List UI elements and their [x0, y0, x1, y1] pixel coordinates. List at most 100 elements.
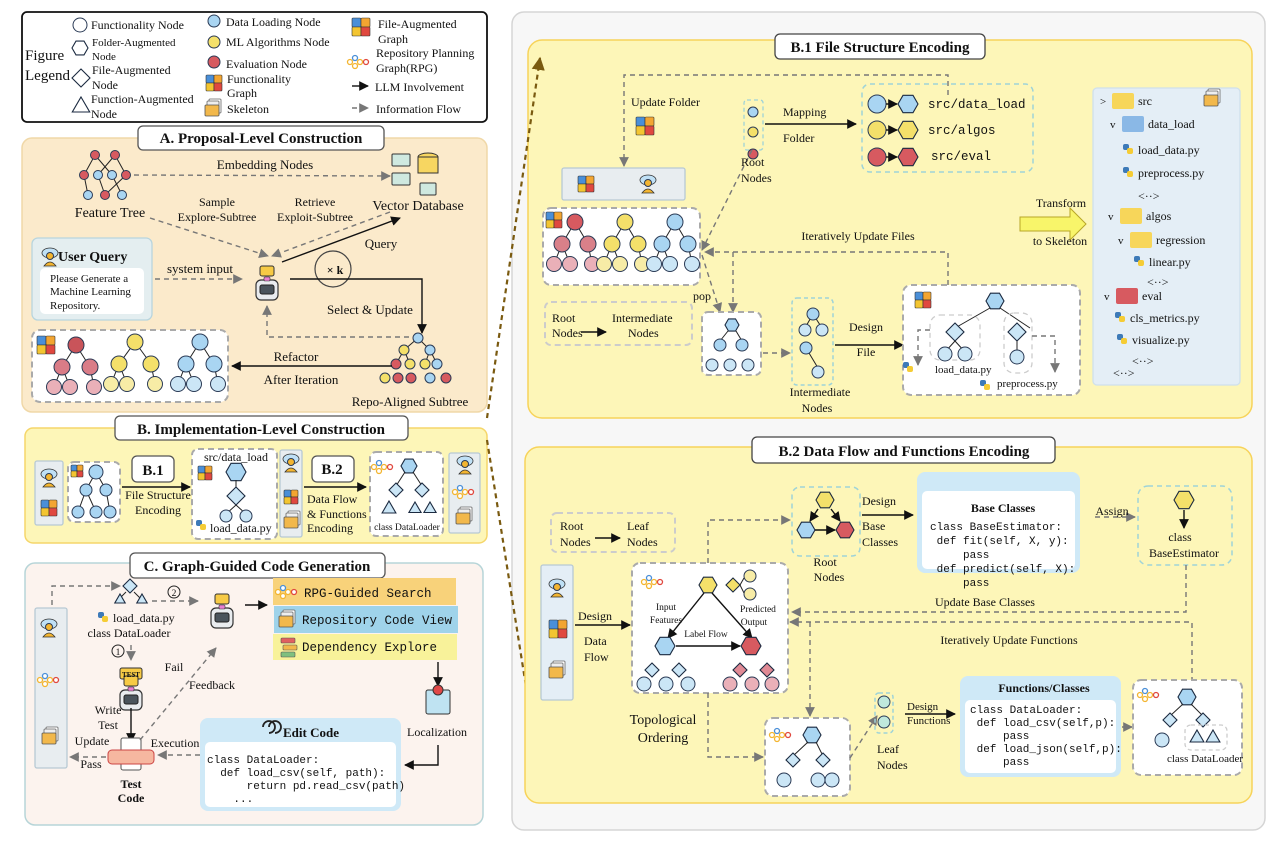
file-tree-item[interactable]: <··>: [1147, 275, 1169, 289]
functionality-graph-icon: [922, 291, 932, 301]
file-tree-item[interactable]: visualize.py: [1132, 333, 1190, 347]
file-tree-item[interactable]: cls_metrics.py: [1130, 311, 1200, 325]
file-tree-item[interactable]: eval: [1142, 289, 1163, 303]
rpg-icon: [1141, 687, 1149, 695]
node: [867, 94, 887, 114]
functionality-graph-icon: [644, 116, 655, 127]
section-b: B. Implementation-Level Construction B.1…: [125, 422, 440, 535]
node: [629, 235, 647, 253]
folder-node: [1173, 490, 1195, 510]
chevron-icon[interactable]: v: [1108, 211, 1114, 223]
intermediate-label: Nodes: [628, 326, 659, 340]
node: [71, 505, 85, 519]
node: [147, 376, 163, 392]
functionality-graph-icon: [76, 470, 84, 478]
root-label: Root: [560, 519, 584, 533]
vector-database-icon: [419, 182, 437, 196]
tree-edge: [1169, 703, 1184, 717]
step-1-icon: [111, 644, 125, 658]
file-node: [388, 482, 404, 498]
rpg-icon: [1136, 691, 1144, 699]
node: [877, 715, 891, 729]
file-tree-item[interactable]: load_data.py: [1138, 143, 1200, 157]
file-tree-item[interactable]: preprocess.py: [1138, 166, 1204, 180]
functionality-graph-icon: [577, 183, 587, 193]
python-icon: [984, 384, 990, 390]
folder-node: [796, 521, 816, 539]
python-icon: [1127, 171, 1133, 177]
file-tree-item[interactable]: algos: [1146, 209, 1172, 223]
info-flow-arrow: [149, 217, 269, 258]
rpg-icon: [1152, 691, 1160, 699]
rpg-icon: [362, 58, 370, 66]
node: [705, 358, 719, 372]
functionality-graph-icon: [351, 17, 362, 28]
speech-bubble-icon: [259, 265, 275, 277]
user-icon: [550, 592, 564, 598]
sample-label: Sample: [199, 195, 235, 209]
chevron-icon[interactable]: >: [1100, 96, 1106, 108]
feature-tree-icon: [107, 170, 117, 180]
transform-label: Transform: [1036, 196, 1087, 210]
file-tree-item[interactable]: data_load: [1148, 117, 1195, 131]
legend-rpg: Repository Planning: [376, 46, 474, 60]
feature-tree-icon: [121, 170, 131, 180]
folder-name: src/data_load: [928, 98, 1026, 112]
edit-code-title: Edit Code: [283, 725, 339, 740]
rpg-icon: [461, 488, 469, 496]
base-classes-title: Base Classes: [971, 501, 1036, 515]
rpg-icon: [456, 492, 464, 500]
functionality-graph-icon: [548, 619, 559, 630]
section-c: C. Graph-Guided Code Generation load_dat…: [75, 559, 467, 806]
user-icon: [42, 632, 56, 638]
file-tree-item[interactable]: <··>: [1113, 366, 1135, 380]
functionality-graph-icon: [48, 507, 58, 517]
user-icon: [42, 482, 56, 488]
section-b-title-box: [114, 415, 409, 441]
file-tree-item[interactable]: src: [1138, 94, 1152, 108]
dependency-icon: [280, 637, 296, 644]
node: [390, 358, 402, 370]
feature-tree-icon: [93, 170, 103, 180]
rpg-icon: [386, 463, 394, 471]
folder-node: [897, 147, 919, 167]
legend-info-flow: Information Flow: [376, 102, 461, 116]
chevron-icon[interactable]: v: [1104, 291, 1110, 303]
functionality-graph-icon: [635, 125, 646, 136]
llm-arrow: [830, 508, 841, 522]
file-node: [644, 662, 660, 678]
file-tree-item[interactable]: <··>: [1138, 189, 1160, 203]
folder-node: [400, 458, 418, 474]
info-flow-arrow: [701, 149, 753, 251]
figure-legend: Figure Legend Functionality Node Folder-…: [25, 15, 474, 121]
root-nodes-box: [791, 486, 861, 557]
repository-code-view-label: Repository Code View: [302, 614, 453, 628]
code-line: return pd.read_csv(path): [207, 781, 405, 793]
file-tree-item[interactable]: regression: [1156, 233, 1205, 247]
code-line: def predict(self, X):: [930, 564, 1075, 576]
tree-edge: [792, 741, 809, 757]
user-icon: [644, 179, 652, 187]
legend-title: Figure: [25, 48, 65, 64]
leaf-nodes-label: Leaf: [877, 742, 899, 756]
node: [735, 338, 749, 352]
user-icon: [45, 623, 53, 631]
dependency-explore-label: Dependency Explore: [302, 641, 437, 655]
design-base-label: Base: [862, 519, 885, 533]
file-node: [1162, 712, 1178, 728]
b1-badge: B.1: [142, 463, 163, 479]
user-icon: [284, 467, 298, 473]
node: [744, 676, 760, 692]
b2-title: B.2 Data Flow and Functions Encoding: [779, 444, 1030, 460]
chevron-icon[interactable]: v: [1118, 235, 1124, 247]
functionality-graph-icon: [553, 219, 563, 229]
chevron-icon[interactable]: v: [1110, 119, 1116, 131]
legend-box: [21, 11, 488, 123]
file-tree-item[interactable]: linear.py: [1149, 255, 1191, 269]
file-tree-item[interactable]: <··>: [1132, 354, 1154, 368]
root-label: Nodes: [560, 535, 591, 549]
python-icon: [1121, 338, 1127, 344]
info-flow-arrow: [913, 329, 930, 366]
dependency-icon: [280, 651, 296, 658]
info-flow-arrow: [262, 305, 418, 338]
